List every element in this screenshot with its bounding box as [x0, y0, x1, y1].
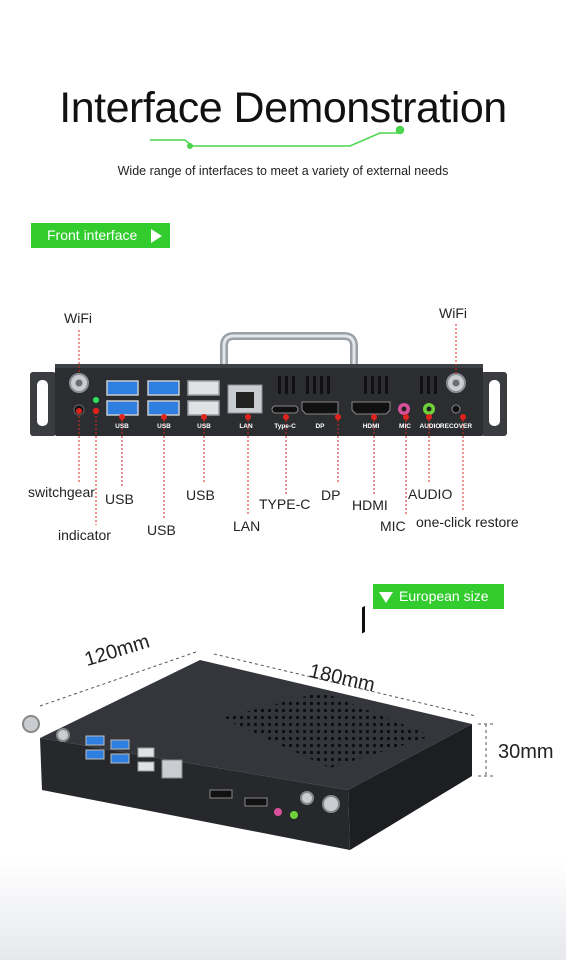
usb-stack-1 — [106, 380, 139, 416]
callout-usb-3: USB — [186, 487, 215, 503]
recover-button — [451, 404, 461, 414]
panel-audio: AUDIO — [420, 423, 441, 430]
panel-recover: RECOVER — [440, 423, 472, 430]
device-side — [348, 724, 472, 850]
top-vent-grid — [222, 692, 432, 768]
vent-slots — [278, 376, 437, 394]
page-title: Interface Demonstration — [59, 84, 507, 132]
callout-restore: one-click restore — [416, 514, 519, 530]
device-front — [40, 738, 350, 850]
panel-dp: DP — [315, 423, 325, 430]
callout-usb-1: USB — [105, 491, 134, 507]
panel-hdmi: HDMI — [363, 423, 380, 430]
callout-mic: MIC — [380, 518, 406, 534]
dp-port — [301, 401, 339, 415]
panel-usb-3: USB — [197, 423, 211, 430]
indicator-led — [93, 397, 99, 403]
callout-hdmi: HDMI — [352, 497, 388, 513]
down-arrow-icon — [379, 592, 393, 603]
european-size-label: European size — [399, 588, 489, 604]
dimension-lines — [39, 651, 494, 777]
typec-port — [271, 405, 299, 414]
callout-dp: DP — [321, 487, 341, 503]
european-size-tag: European size — [373, 584, 504, 609]
play-arrow-icon — [151, 229, 162, 243]
callout-switchgear: switchgear — [28, 484, 95, 500]
callout-lines — [78, 324, 464, 525]
dimension-height: 30mm — [498, 741, 554, 763]
panel-lan: LAN — [239, 423, 253, 430]
front-interface-tag: Front interface — [31, 223, 170, 248]
lan-port — [227, 384, 263, 414]
callout-lan: LAN — [233, 518, 261, 534]
panel-usb-2: USB — [157, 423, 171, 430]
subtitle: Wide range of interfaces to meet a varie… — [117, 164, 449, 178]
callout-audio: AUDIO — [408, 486, 453, 502]
callout-wifi-left: WiFi — [64, 310, 92, 326]
usb-stack-3 — [187, 380, 220, 416]
panel-mic: MIC — [399, 423, 411, 430]
callout-indicator: indicator — [58, 527, 111, 543]
callout-wifi-right: WiFi — [439, 305, 467, 321]
front-interface-label: Front interface — [47, 227, 138, 243]
callout-dots — [76, 408, 466, 420]
callout-usb-2: USB — [147, 522, 176, 538]
panel-typec: Type-C — [274, 423, 296, 430]
callout-typec: TYPE-C — [259, 496, 311, 512]
hdmi-port — [351, 401, 391, 415]
usb-stack-2 — [147, 380, 180, 416]
panel-usb-1: USB — [115, 423, 129, 430]
